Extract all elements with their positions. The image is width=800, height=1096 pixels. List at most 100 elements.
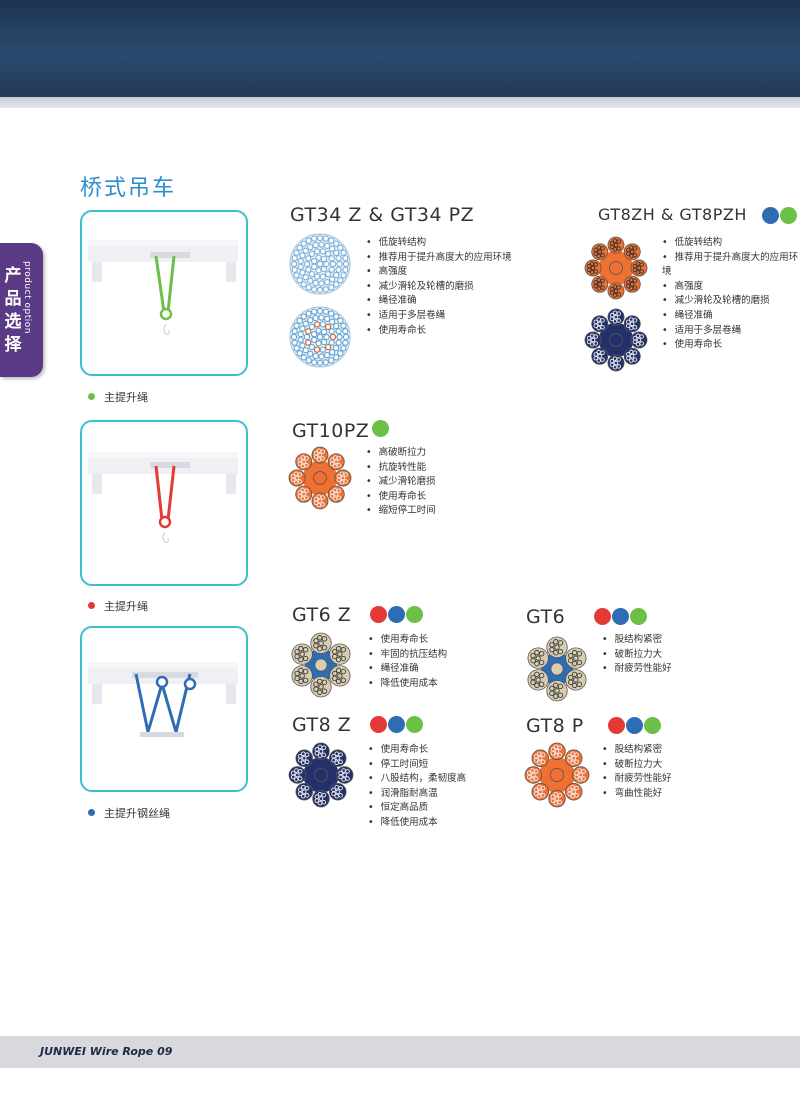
crane-2-svg [88, 452, 238, 543]
rope-gt6-icon [527, 636, 587, 702]
features-gt8zh: 低旋转结构推荐用于提升高度大的应用环境高强度减少滑轮及轮槽的磨损绳径准确适用于多… [662, 236, 800, 353]
crane-1-svg [88, 240, 238, 335]
caption-dot-1 [88, 393, 95, 400]
color-dot [762, 207, 779, 224]
feature-item: 绳径准确 [662, 309, 800, 324]
features-gt34: 低旋转结构推荐用于提升高度大的应用环境高强度减少滑轮及轮槽的磨损绳径准确适用于多… [366, 236, 512, 338]
feature-item: 高破断拉力 [366, 446, 436, 461]
rope-gt34pz-icon [289, 306, 351, 368]
color-dot [406, 606, 423, 623]
caption-dot-2 [88, 602, 95, 609]
feature-item: 使用寿命长 [366, 490, 436, 505]
color-dot [388, 606, 405, 623]
color-dot [370, 716, 387, 733]
feature-item: 使用寿命长 [368, 633, 447, 648]
crane-caption-1: 主提升绳 [88, 389, 148, 405]
color-dots-gt8p [608, 717, 662, 738]
feature-item: 停工时间短 [368, 758, 466, 773]
feature-item: 降低使用成本 [368, 816, 466, 831]
feature-item: 破断拉力大 [602, 758, 672, 773]
color-dots-gt8zh [762, 207, 798, 228]
features-gt8p: 股结构紧密破断拉力大耐疲劳性能好弯曲性能好 [602, 743, 672, 801]
rope-gt8pzh-icon [584, 308, 648, 372]
feature-item: 使用寿命长 [366, 324, 512, 339]
caption-dot-3 [88, 809, 95, 816]
crane-illustration-2 [80, 420, 248, 586]
features-gt6: 股结构紧密破断拉力大耐疲劳性能好 [602, 633, 672, 677]
feature-item: 推荐用于提升高度大的应用环境 [662, 251, 800, 280]
section-title: 桥式吊车 [80, 176, 177, 201]
feature-item: 减少滑轮及轮槽的磨损 [662, 294, 800, 309]
feature-item: 使用寿命长 [662, 338, 800, 353]
rope-gt34z-icon [289, 233, 351, 295]
feature-item: 润滑脂耐高温 [368, 787, 466, 802]
feature-item: 减少滑轮及轮槽的磨损 [366, 280, 512, 295]
side-tab-en: product option [22, 261, 32, 334]
feature-item: 缩短停工时间 [366, 504, 436, 519]
color-dots-gt6z [370, 606, 424, 627]
crane-caption-2: 主提升绳 [88, 598, 148, 614]
color-dots-gt10pz [372, 420, 390, 441]
feature-item: 低旋转结构 [662, 236, 800, 251]
crane-caption-3: 主提升钢丝绳 [88, 805, 170, 821]
rope-gt8p-icon [524, 742, 590, 808]
color-dot [406, 716, 423, 733]
color-dot [388, 716, 405, 733]
product-title-gt10pz: GT10PZ [292, 420, 370, 442]
feature-item: 弯曲性能好 [602, 787, 672, 802]
feature-item: 牢固的抗压结构 [368, 648, 448, 663]
features-gt8z: 使用寿命长停工时间短八股结构，柔韧度高润滑脂耐高温恒定高品质降低使用成本 [368, 743, 467, 831]
features-gt10pz: 高破断拉力抗旋转性能减少滑轮磨损使用寿命长缩短停工时间 [366, 446, 436, 519]
crane-illustration-1 [80, 210, 248, 376]
header-strip [0, 97, 800, 108]
feature-item: 耐疲劳性能好 [602, 662, 672, 677]
rope-gt8z-icon [288, 742, 354, 808]
feature-item: 抗旋转性能 [366, 461, 436, 476]
color-dot [780, 207, 797, 224]
rope-gt6z-icon [291, 632, 351, 698]
color-dot [594, 608, 611, 625]
color-dots-gt6 [594, 608, 648, 629]
header-banner [0, 0, 800, 97]
footer-bar [0, 1036, 800, 1068]
crane-3-svg [88, 662, 238, 738]
feature-item: 股结构紧密 [602, 743, 672, 758]
features-gt6z: 使用寿命长牢固的抗压结构绳径准确降低使用成本 [368, 633, 448, 692]
rope-gt10pz-icon [288, 446, 352, 510]
feature-item: 降低使用成本 [368, 677, 447, 692]
feature-item: 绳径准确 [366, 294, 512, 309]
color-dot [612, 608, 629, 625]
feature-item: 适用于多层卷绳 [366, 309, 512, 324]
side-tab-product-option[interactable]: 产 品 选 择 product option [0, 243, 43, 377]
color-dot [370, 606, 387, 623]
footer-text: JUNWEI Wire Rope 09 [40, 1045, 173, 1058]
feature-item: 减少滑轮磨损 [366, 475, 436, 490]
feature-item: 高强度 [662, 280, 800, 295]
product-title-gt8p: GT8 P [526, 715, 584, 737]
feature-item: 绳径准确 [368, 662, 447, 677]
color-dot [644, 717, 661, 734]
feature-item: 使用寿命长 [368, 743, 466, 758]
feature-item: 高强度 [366, 265, 512, 280]
feature-item: 适用于多层卷绳 [662, 324, 800, 339]
feature-item: 破断拉力大 [602, 648, 672, 663]
color-dot [626, 717, 643, 734]
product-title-gt8z: GT8 Z [292, 714, 352, 736]
product-title-gt8zh: GT8ZH & GT8PZH [598, 205, 747, 224]
color-dot [608, 717, 625, 734]
product-title-gt6z: GT6 Z [292, 604, 352, 626]
feature-item: 股结构紧密 [602, 633, 672, 648]
feature-item: 恒定高品质 [368, 801, 466, 816]
product-title-gt34: GT34 Z & GT34 PZ [290, 204, 475, 226]
crane-illustration-3 [80, 626, 248, 792]
rope-gt8zh-icon [584, 236, 648, 300]
color-dot [630, 608, 647, 625]
product-title-gt6: GT6 [526, 606, 566, 628]
side-tab-cn: 产 品 选 择 [4, 266, 22, 355]
feature-item: 八股结构，柔韧度高 [368, 772, 467, 787]
feature-item: 推荐用于提升高度大的应用环境 [366, 251, 512, 266]
feature-item: 耐疲劳性能好 [602, 772, 672, 787]
feature-item: 低旋转结构 [366, 236, 512, 251]
color-dots-gt8z [370, 716, 424, 737]
color-dot [372, 420, 389, 437]
